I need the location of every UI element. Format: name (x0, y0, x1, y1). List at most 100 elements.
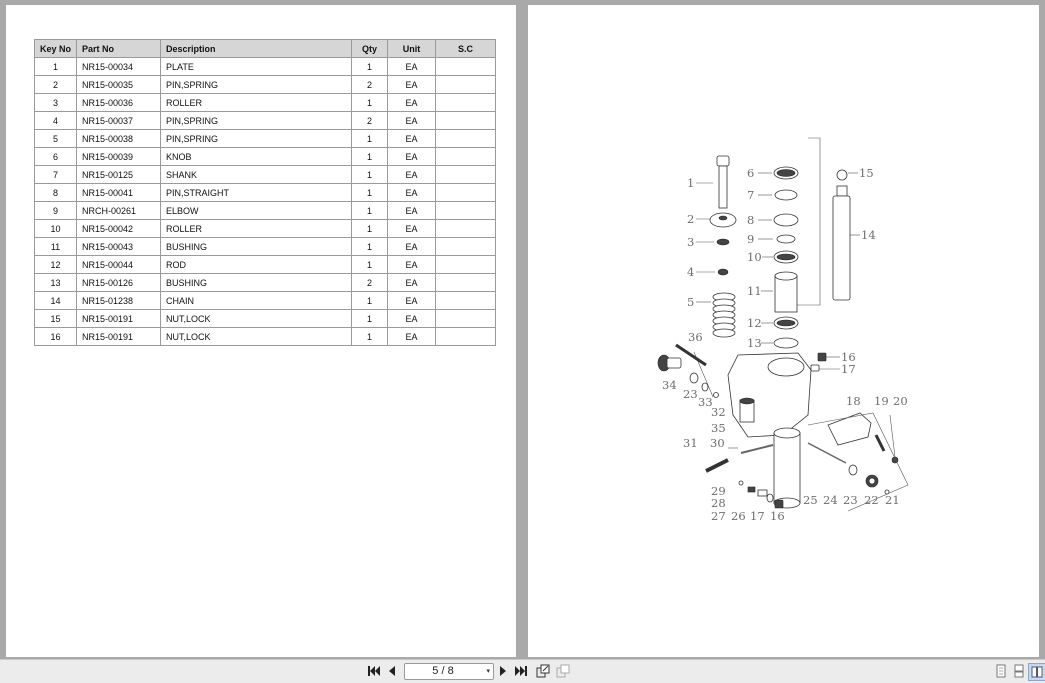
cell-part-no: NR15-00038 (76, 129, 162, 148)
col-unit: Unit (387, 39, 437, 58)
diagram-part-3 (716, 238, 730, 246)
cell-description: PIN,SPRING (160, 75, 353, 94)
cell-part-no: NR15-00037 (76, 111, 162, 130)
open-in-new-icon (536, 664, 550, 678)
cell-part-no: NR15-00126 (76, 273, 162, 292)
cell-sc (435, 111, 497, 130)
cell-unit: EA (387, 111, 437, 130)
pages-button[interactable] (555, 663, 571, 679)
cell-qty: 1 (351, 129, 389, 148)
cell-qty: 1 (351, 93, 389, 112)
table-header-row: Key No Part No Description Qty Unit S.C (33, 39, 497, 58)
col-sc: S.C (435, 39, 497, 58)
cell-sc (435, 183, 497, 202)
cell-unit: EA (387, 201, 437, 220)
cell-key-no: 12 (33, 255, 78, 274)
cell-sc (435, 237, 497, 256)
continuous-view-icon (1014, 664, 1024, 678)
document-page-left: Key No Part No Description Qty Unit S.C … (6, 5, 516, 657)
callout-26: 26 (731, 509, 746, 523)
cell-part-no: NR15-00039 (76, 147, 162, 166)
single-page-view-button[interactable] (993, 663, 1009, 679)
cell-sc (435, 201, 497, 220)
cell-key-no: 13 (33, 273, 78, 292)
continuous-view-button[interactable] (1011, 663, 1027, 679)
callout-3: 3 (687, 235, 694, 249)
callout-32: 32 (711, 405, 726, 419)
callout-25: 25 (803, 493, 818, 507)
callout-24: 24 (823, 493, 838, 507)
cell-unit: EA (387, 237, 437, 256)
cell-qty: 1 (351, 219, 389, 238)
cell-part-no: NR15-00044 (76, 255, 162, 274)
cell-part-no: NR15-00036 (76, 93, 162, 112)
callout-16b: 16 (770, 509, 785, 523)
cell-description: PIN,STRAIGHT (160, 183, 353, 202)
cell-qty: 2 (351, 75, 389, 94)
first-page-button[interactable] (366, 663, 382, 679)
cell-qty: 1 (351, 255, 389, 274)
cell-unit: EA (387, 129, 437, 148)
cell-description: ROLLER (160, 219, 353, 238)
cell-qty: 1 (351, 309, 389, 328)
cell-unit: EA (387, 273, 437, 292)
callout-14: 14 (861, 228, 876, 242)
cell-key-no: 1 (33, 57, 78, 76)
cell-sc (435, 255, 497, 274)
cell-description: BUSHING (160, 237, 353, 256)
col-part-no: Part No (76, 39, 162, 58)
cell-description: NUT,LOCK (160, 309, 353, 328)
cell-part-no: NRCH-00261 (76, 201, 162, 220)
callout-8: 8 (747, 213, 754, 227)
cell-key-no: 2 (33, 75, 78, 94)
callout-22: 22 (864, 493, 879, 507)
two-page-view-button[interactable] (1028, 663, 1045, 681)
callout-21: 21 (885, 493, 900, 507)
callout-11: 11 (747, 284, 762, 298)
cell-sc (435, 309, 497, 328)
callout-27: 27 (711, 509, 726, 523)
cell-key-no: 4 (33, 111, 78, 130)
last-page-button[interactable] (513, 663, 529, 679)
cell-key-no: 9 (33, 201, 78, 220)
diagram-stack-6-13 (773, 166, 799, 349)
cell-key-no: 14 (33, 291, 78, 310)
prev-page-button[interactable] (384, 663, 400, 679)
cell-qty: 1 (351, 201, 389, 220)
cell-key-no: 10 (33, 219, 78, 238)
callout-33: 33 (698, 395, 713, 409)
first-page-icon (368, 666, 380, 676)
callout-18: 18 (846, 394, 861, 408)
cell-part-no: NR15-00034 (76, 57, 162, 76)
page-number-select[interactable]: 5 / 8 ▾ (404, 663, 494, 680)
cell-qty: 2 (351, 273, 389, 292)
cell-description: ROD (160, 255, 353, 274)
col-key-no: Key No (33, 39, 78, 58)
open-in-new-button[interactable] (535, 663, 551, 679)
cell-unit: EA (387, 255, 437, 274)
cell-description: BUSHING (160, 273, 353, 292)
cell-key-no: 3 (33, 93, 78, 112)
callout-36: 36 (688, 330, 703, 344)
cell-unit: EA (387, 291, 437, 310)
cell-sc (435, 57, 497, 76)
callout-34: 34 (662, 378, 677, 392)
last-page-icon (515, 666, 527, 676)
parts-table: Key No Part No Description Qty Unit S.C … (33, 39, 497, 346)
two-page-view-icon (1031, 666, 1043, 678)
diagram-part-18-20 (827, 412, 899, 464)
cell-description: PLATE (160, 57, 353, 76)
cell-part-no: NR15-00042 (76, 219, 162, 238)
cell-part-no: NR15-00125 (76, 165, 162, 184)
cell-key-no: 7 (33, 165, 78, 184)
next-page-button[interactable] (495, 663, 511, 679)
cell-key-no: 16 (33, 327, 78, 346)
cell-qty: 1 (351, 327, 389, 346)
exploded-parts-diagram: 1 2 3 4 5 6 7 8 9 10 11 12 13 14 15 16 1… (657, 137, 909, 523)
